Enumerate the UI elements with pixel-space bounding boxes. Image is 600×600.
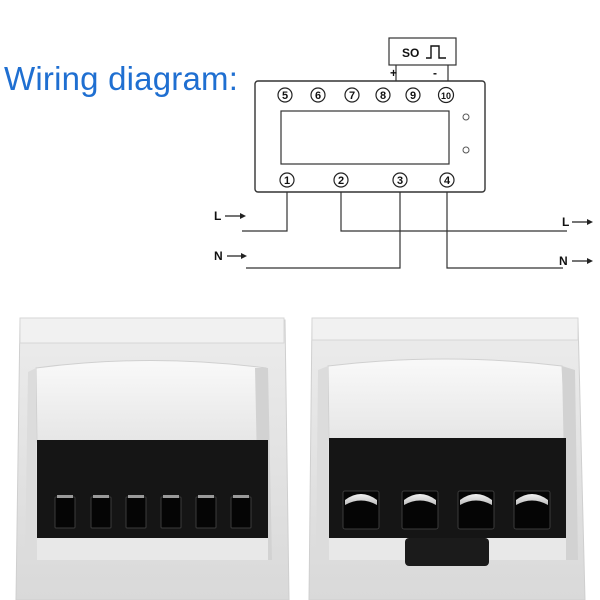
terminal-1-label: 1 xyxy=(284,175,290,187)
terminal-5-label: 5 xyxy=(282,90,288,102)
pulse-output-label: SO xyxy=(402,46,419,60)
terminal-4-label: 4 xyxy=(444,175,451,187)
din-rail-clip xyxy=(405,538,489,566)
input-neutral-label: N xyxy=(214,249,223,263)
wiring-lines xyxy=(242,192,567,269)
top-terminal-row: 5 6 7 8 9 10 xyxy=(277,86,455,104)
input-live-label: L xyxy=(214,209,221,223)
mains-terminal-module-photo xyxy=(308,317,586,600)
meter-display-window xyxy=(280,110,450,165)
pulse-output-box: SO + - xyxy=(388,37,457,82)
pulse-icon xyxy=(426,45,446,59)
diagram-title: Wiring diagram: xyxy=(4,60,239,97)
output-live-label: L xyxy=(562,215,569,229)
terminal-8-label: 8 xyxy=(380,90,386,102)
output-neutral-arrow-icon xyxy=(572,258,593,264)
terminal-6-label: 6 xyxy=(315,90,321,102)
pulse-minus-sign: - xyxy=(433,66,437,80)
indicator-led-1 xyxy=(462,113,470,121)
pulse-terminal-module-photo xyxy=(15,317,290,600)
output-live-arrow-icon xyxy=(572,219,593,225)
pulse-plus-sign: + xyxy=(390,66,397,80)
terminal-2-label: 2 xyxy=(338,175,344,187)
terminal-3-label: 3 xyxy=(397,175,403,187)
input-live-arrow-icon xyxy=(225,213,246,219)
indicator-led-2 xyxy=(462,146,470,154)
input-neutral-arrow-icon xyxy=(227,253,247,259)
output-neutral-label: N xyxy=(559,254,568,268)
terminal-10-label: 10 xyxy=(441,91,451,101)
terminal-7-label: 7 xyxy=(349,90,355,102)
terminal-9-label: 9 xyxy=(410,90,416,102)
bottom-terminal-row: 1 2 3 4 xyxy=(279,172,455,188)
